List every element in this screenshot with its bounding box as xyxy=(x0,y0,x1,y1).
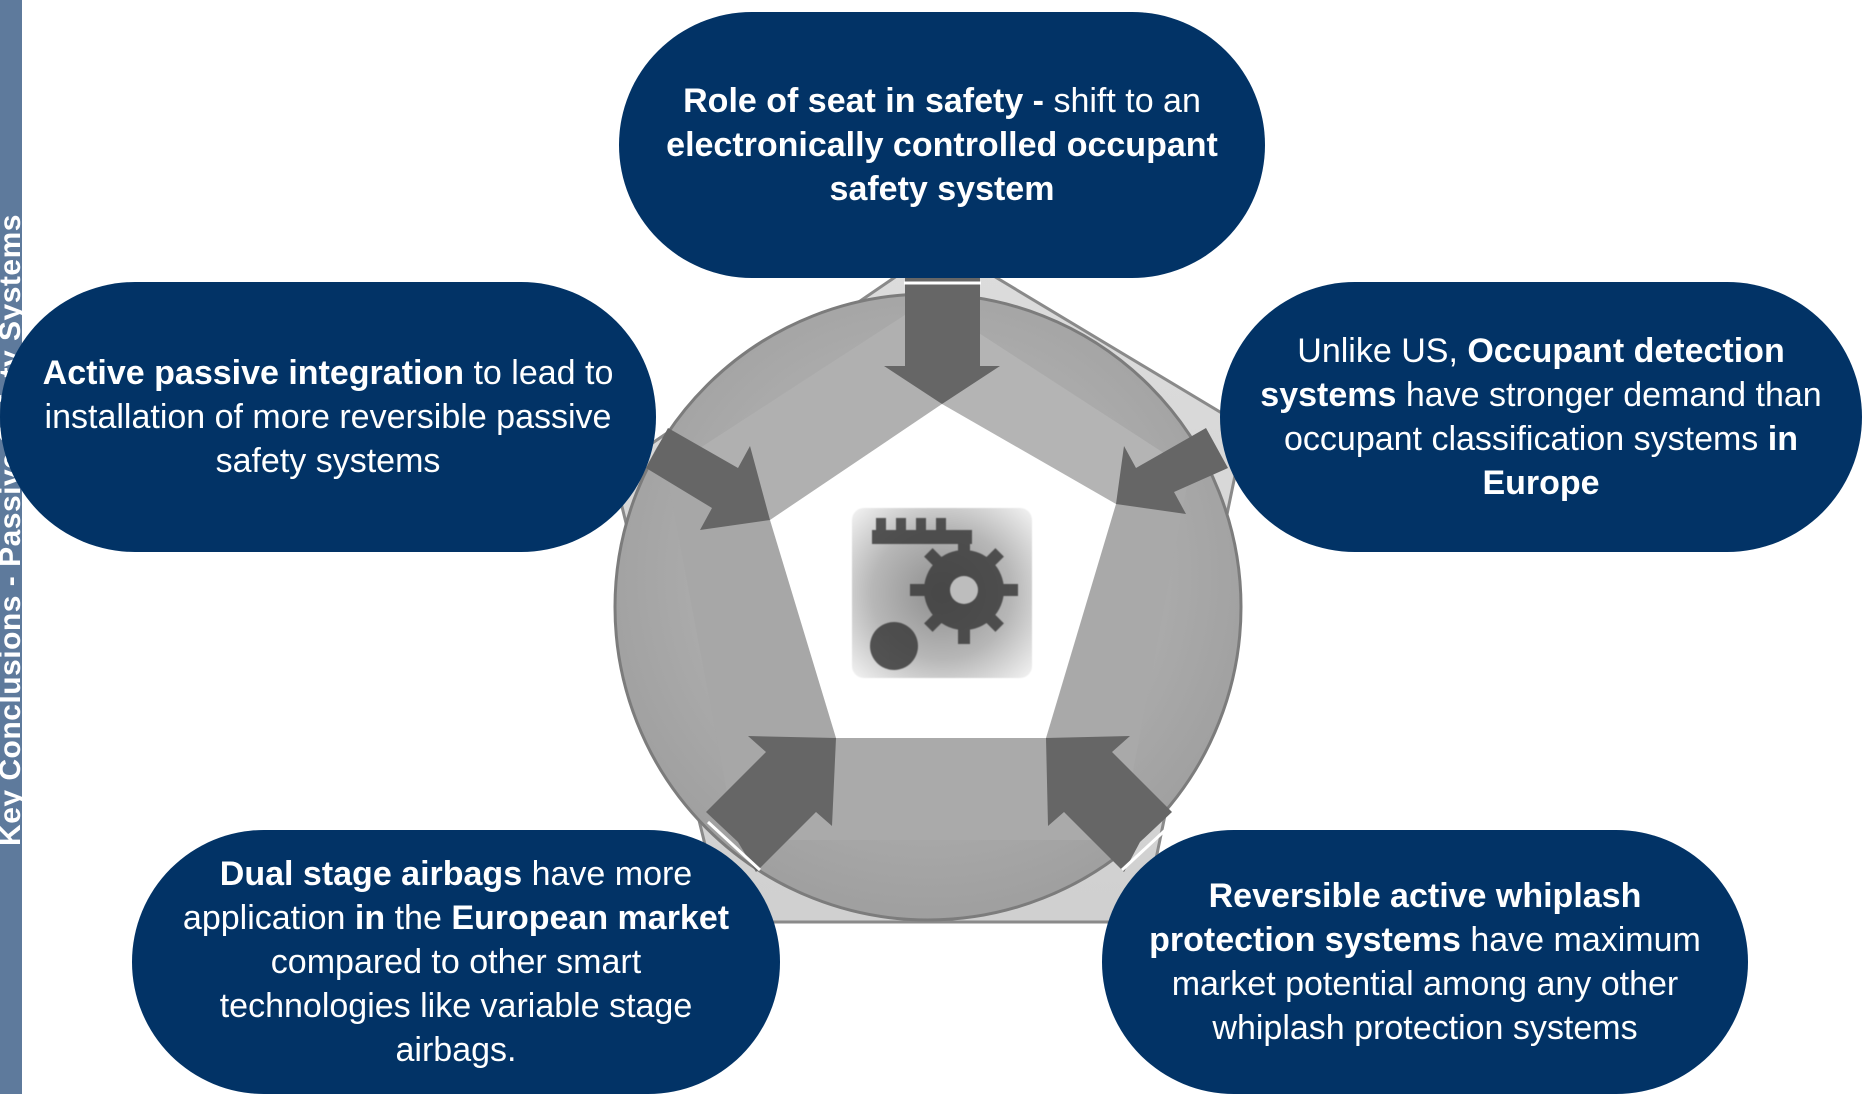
bubble-dual-stage-airbags-bold-2: in xyxy=(354,899,386,937)
bubble-active-passive-bold-1: Active passive integration xyxy=(42,354,465,392)
bubble-dual-stage-airbags-plain-2: the xyxy=(385,899,452,937)
bubble-dual-stage-airbags-plain-3: compared to other smart technologies lik… xyxy=(219,943,693,1069)
bubble-active-passive: Active passive integration to lead to in… xyxy=(0,282,656,552)
arrow-top xyxy=(884,278,1000,404)
arrow-bottom-left xyxy=(706,736,836,872)
bubble-whiplash-protection-text: Reversible active whiplash protection sy… xyxy=(1142,874,1708,1050)
bubble-occupant-detection-plain-2: have stronger demand than occupant class… xyxy=(1284,376,1822,458)
bubble-dual-stage-airbags: Dual stage airbags have more application… xyxy=(132,830,780,1094)
gear-icon xyxy=(852,508,1032,678)
bubble-occupant-detection-bold-2: in Europe xyxy=(1482,420,1798,502)
bubble-active-passive-plain-1: to lead to installation of more reversib… xyxy=(44,354,614,480)
bubble-occupant-detection-plain-1: Unlike US, xyxy=(1297,332,1468,370)
arrow-bottom-right xyxy=(1046,736,1172,872)
bubble-seat-role-text: Role of seat in safety - shift to an ele… xyxy=(659,79,1225,211)
bubble-whiplash-protection-bold-1: Reversible active whiplash protection sy… xyxy=(1149,877,1642,959)
side-caption-strip: Key Conclusions - Passive Safety Systems xyxy=(0,0,27,1094)
bubble-active-passive-text: Active passive integration to lead to in… xyxy=(40,351,616,483)
bubble-occupant-detection-text: Unlike US, Occupant detection systems ha… xyxy=(1260,329,1822,505)
bubble-dual-stage-airbags-text: Dual stage airbags have more application… xyxy=(172,852,740,1072)
bubble-dual-stage-airbags-plain-1: have more application xyxy=(182,855,693,937)
bubble-occupant-detection: Unlike US, Occupant detection systems ha… xyxy=(1220,282,1862,552)
gear-graphic xyxy=(870,518,1018,670)
bubble-seat-role-bold-1: Role of seat in safety - xyxy=(683,82,1054,120)
bubble-seat-role-bold-2: electronically controlled occupant safet… xyxy=(666,126,1218,208)
arrow-left xyxy=(646,428,770,530)
arrow-right xyxy=(1116,428,1228,514)
bubble-seat-role: Role of seat in safety - shift to an ele… xyxy=(619,12,1265,278)
arrow-tail-marks xyxy=(706,281,1176,872)
bubble-occupant-detection-bold-1: Occupant detection systems xyxy=(1260,332,1785,414)
inward-arrows xyxy=(646,278,1228,872)
bubble-seat-role-plain-1: shift to an xyxy=(1053,82,1201,120)
bubble-dual-stage-airbags-bold-1: Dual stage airbags xyxy=(219,855,523,893)
bubble-whiplash-protection-plain-1: have maximum market potential among any … xyxy=(1171,921,1701,1047)
bubble-whiplash-protection: Reversible active whiplash protection sy… xyxy=(1102,830,1748,1094)
bubble-dual-stage-airbags-bold-3: European market xyxy=(451,899,730,937)
